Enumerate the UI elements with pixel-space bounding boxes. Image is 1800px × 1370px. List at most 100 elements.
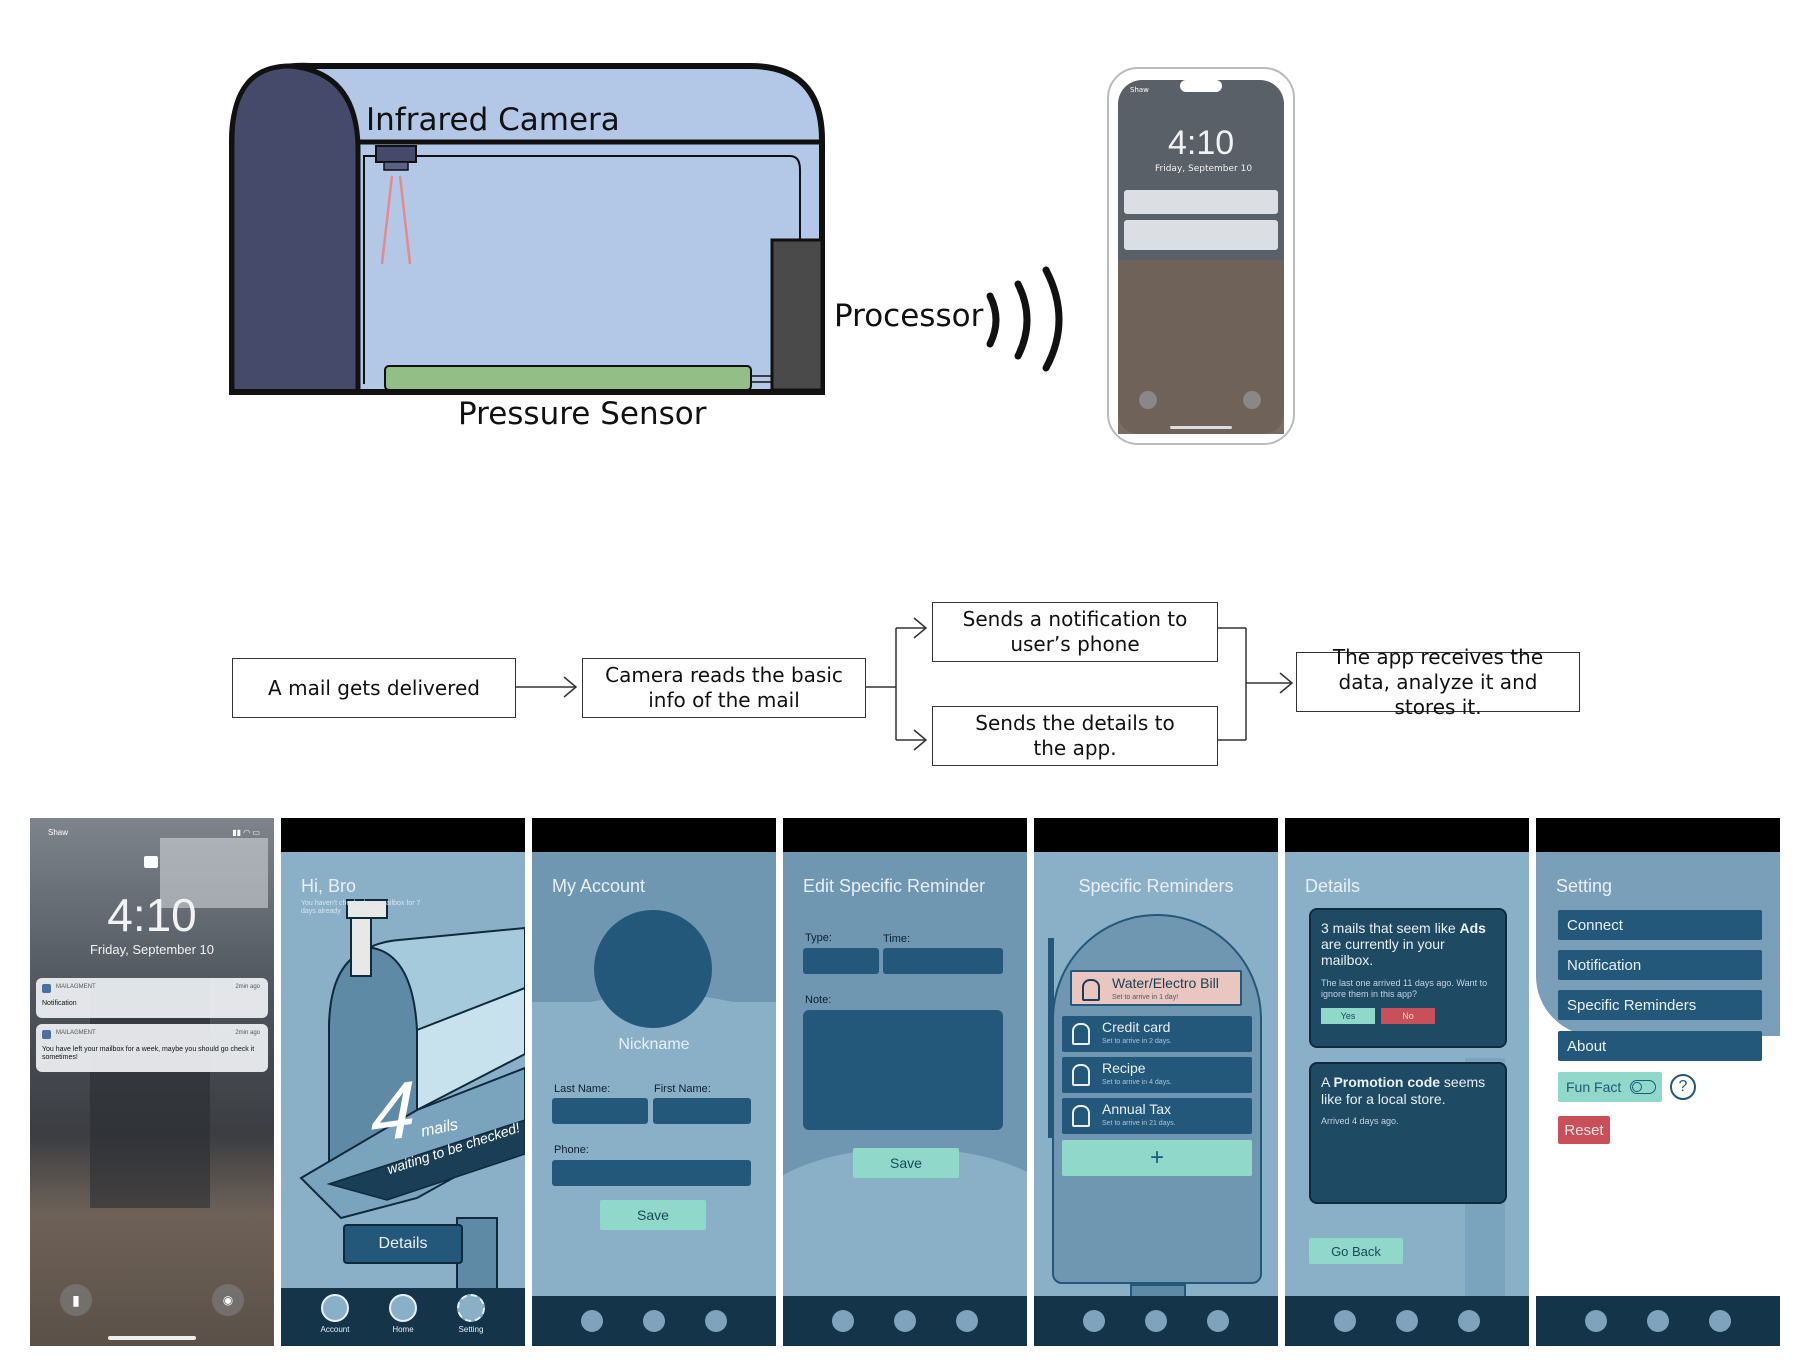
nav-home-dot[interactable] [894, 1310, 916, 1332]
notification-text: You have left your mailbox for a week, m… [42, 1046, 255, 1061]
nav-home-dot[interactable] [1396, 1310, 1418, 1332]
account-title: My Account [552, 876, 646, 896]
nav-setting-dot[interactable] [1207, 1310, 1229, 1332]
notification-card[interactable]: MAILAGMENT 2min ago You have left your m… [36, 1024, 268, 1072]
flashlight-icon[interactable]: ▮ [60, 1284, 92, 1316]
promotion-card-pre: A [1321, 1074, 1330, 1090]
toggle-knob [1632, 1082, 1642, 1092]
nav-setting-dot[interactable] [705, 1310, 727, 1332]
reminder-item-urgent[interactable]: Water/Electro Bill Set to arrive in 1 da… [1070, 970, 1242, 1006]
app-icon [42, 1030, 51, 1039]
setting-notification[interactable]: Notification [1558, 950, 1762, 980]
pressure-sensor-label: Pressure Sensor [458, 396, 707, 432]
setting-screen: Setting Connect Notification Specific Re… [1536, 818, 1780, 1346]
status-bar [532, 818, 776, 852]
nav-home[interactable]: Home [383, 1294, 423, 1334]
status-bar [1034, 818, 1278, 852]
bottom-nav [1034, 1296, 1278, 1346]
help-icon[interactable]: ? [1670, 1074, 1696, 1100]
setting-specific-reminders[interactable]: Specific Reminders [1558, 990, 1762, 1020]
flow-step-send-notification: Sends a notification to user’s phone [932, 602, 1218, 662]
edit-reminder-screen: Edit Specific Reminder Type: Time: Note:… [783, 818, 1027, 1346]
phone-carrier: Shaw [1130, 86, 1149, 94]
lock-date: Friday, September 10 [89, 942, 215, 957]
nav-setting-dot[interactable] [956, 1310, 978, 1332]
no-button[interactable]: No [1381, 1008, 1435, 1024]
details-button[interactable]: Details [343, 1224, 463, 1264]
setting-connect[interactable]: Connect [1558, 910, 1762, 940]
reminder-title: Credit card [1102, 1019, 1171, 1035]
reminders-screen: Specific Reminders Water/Electro Bill Se… [1034, 818, 1278, 1346]
note-field[interactable] [803, 1010, 1003, 1130]
bell-icon [1072, 1105, 1090, 1127]
type-field[interactable] [803, 948, 879, 974]
bottom-nav: Account Home Setting [281, 1288, 525, 1346]
reminder-item[interactable]: Recipe Set to arrive in 4 days. [1062, 1057, 1252, 1093]
nav-account[interactable]: Account [315, 1294, 355, 1334]
nav-account-dot[interactable] [581, 1310, 603, 1332]
reminders-title: Specific Reminders [1078, 876, 1234, 896]
nav-home-label: Home [392, 1325, 414, 1334]
nav-setting-label: Setting [458, 1325, 484, 1334]
home-indicator[interactable] [108, 1336, 196, 1340]
ads-card-text: 3 mails that seem like Ads are currently… [1321, 920, 1495, 968]
add-reminder-button[interactable]: + [1062, 1140, 1252, 1176]
promotion-card-bold: Promotion code [1333, 1074, 1441, 1090]
fun-fact-toggle[interactable]: Fun Fact [1558, 1072, 1662, 1102]
nav-account-dot[interactable] [832, 1310, 854, 1332]
reset-button[interactable]: Reset [1558, 1116, 1610, 1144]
reminder-subtitle: Set to arrive in 1 day! [1112, 994, 1179, 1001]
camera-icon[interactable]: ◉ [212, 1284, 244, 1316]
nav-setting-dot[interactable] [1709, 1310, 1731, 1332]
setting-about[interactable]: About [1558, 1031, 1762, 1061]
save-button[interactable]: Save [853, 1148, 959, 1178]
status-bar [783, 818, 1027, 852]
gear-icon [457, 1294, 485, 1322]
first-name-field[interactable] [653, 1098, 751, 1124]
nav-account-label: Account [320, 1325, 350, 1334]
nav-home-dot[interactable] [643, 1310, 665, 1332]
flow-step-app-receives: The app receives the data, analyze it an… [1296, 645, 1580, 719]
reminder-subtitle: Set to arrive in 2 days. [1102, 1038, 1172, 1045]
status-icons: ▮▮ ◠ ▭ [232, 828, 260, 837]
ads-card-bold: Ads [1459, 920, 1486, 936]
bell-icon [1072, 1064, 1090, 1086]
status-bar [1285, 818, 1529, 852]
nav-setting[interactable]: Setting [451, 1294, 491, 1334]
nav-account-dot[interactable] [1585, 1310, 1607, 1332]
details-screen: Details 3 mails that seem like Ads are c… [1285, 818, 1529, 1346]
ads-card-pre: 3 mails that seem like [1321, 920, 1456, 936]
details-title: Details [1305, 876, 1361, 896]
note-label: Note: [805, 994, 832, 1006]
phone-time: 4:10 [1168, 124, 1235, 162]
phone-label: Phone: [554, 1144, 589, 1156]
bottom-nav [1536, 1296, 1780, 1346]
phone-field[interactable] [552, 1160, 751, 1186]
mailbox-flag [1048, 938, 1054, 1138]
yes-button[interactable]: Yes [1321, 1008, 1375, 1024]
nav-home-dot[interactable] [1647, 1310, 1669, 1332]
notification-text: Notification [42, 1000, 77, 1007]
flow-step-camera-reads: Camera reads the basic info of the mail [582, 658, 866, 718]
go-back-button[interactable]: Go Back [1309, 1238, 1403, 1264]
nav-account-dot[interactable] [1334, 1310, 1356, 1332]
time-field[interactable] [883, 948, 1003, 974]
last-name-label: Last Name: [554, 1083, 611, 1095]
reminder-item[interactable]: Annual Tax Set to arrive in 21 days. [1062, 1098, 1252, 1134]
nav-home-dot[interactable] [1145, 1310, 1167, 1332]
setting-title: Setting [1556, 876, 1613, 896]
nav-setting-dot[interactable] [1458, 1310, 1480, 1332]
avatar[interactable] [594, 910, 712, 1028]
bottom-nav [1285, 1296, 1529, 1346]
last-name-field[interactable] [552, 1098, 648, 1124]
processor-label: Processor [834, 298, 984, 334]
reminder-title: Water/Electro Bill [1112, 975, 1219, 991]
notification-card[interactable]: MAILAGMENT 2min ago Notification [36, 978, 268, 1018]
save-button[interactable]: Save [600, 1200, 706, 1230]
notification-app: MAILAGMENT [56, 1030, 96, 1036]
lockscreen: Shaw ▮▮ ◠ ▭ 4:10 Friday, September 10 MA… [30, 818, 274, 1346]
nav-account-dot[interactable] [1083, 1310, 1105, 1332]
reminder-item[interactable]: Credit card Set to arrive in 2 days. [1062, 1016, 1252, 1052]
toggle-switch[interactable] [1630, 1080, 1656, 1094]
app-icon [42, 984, 51, 993]
